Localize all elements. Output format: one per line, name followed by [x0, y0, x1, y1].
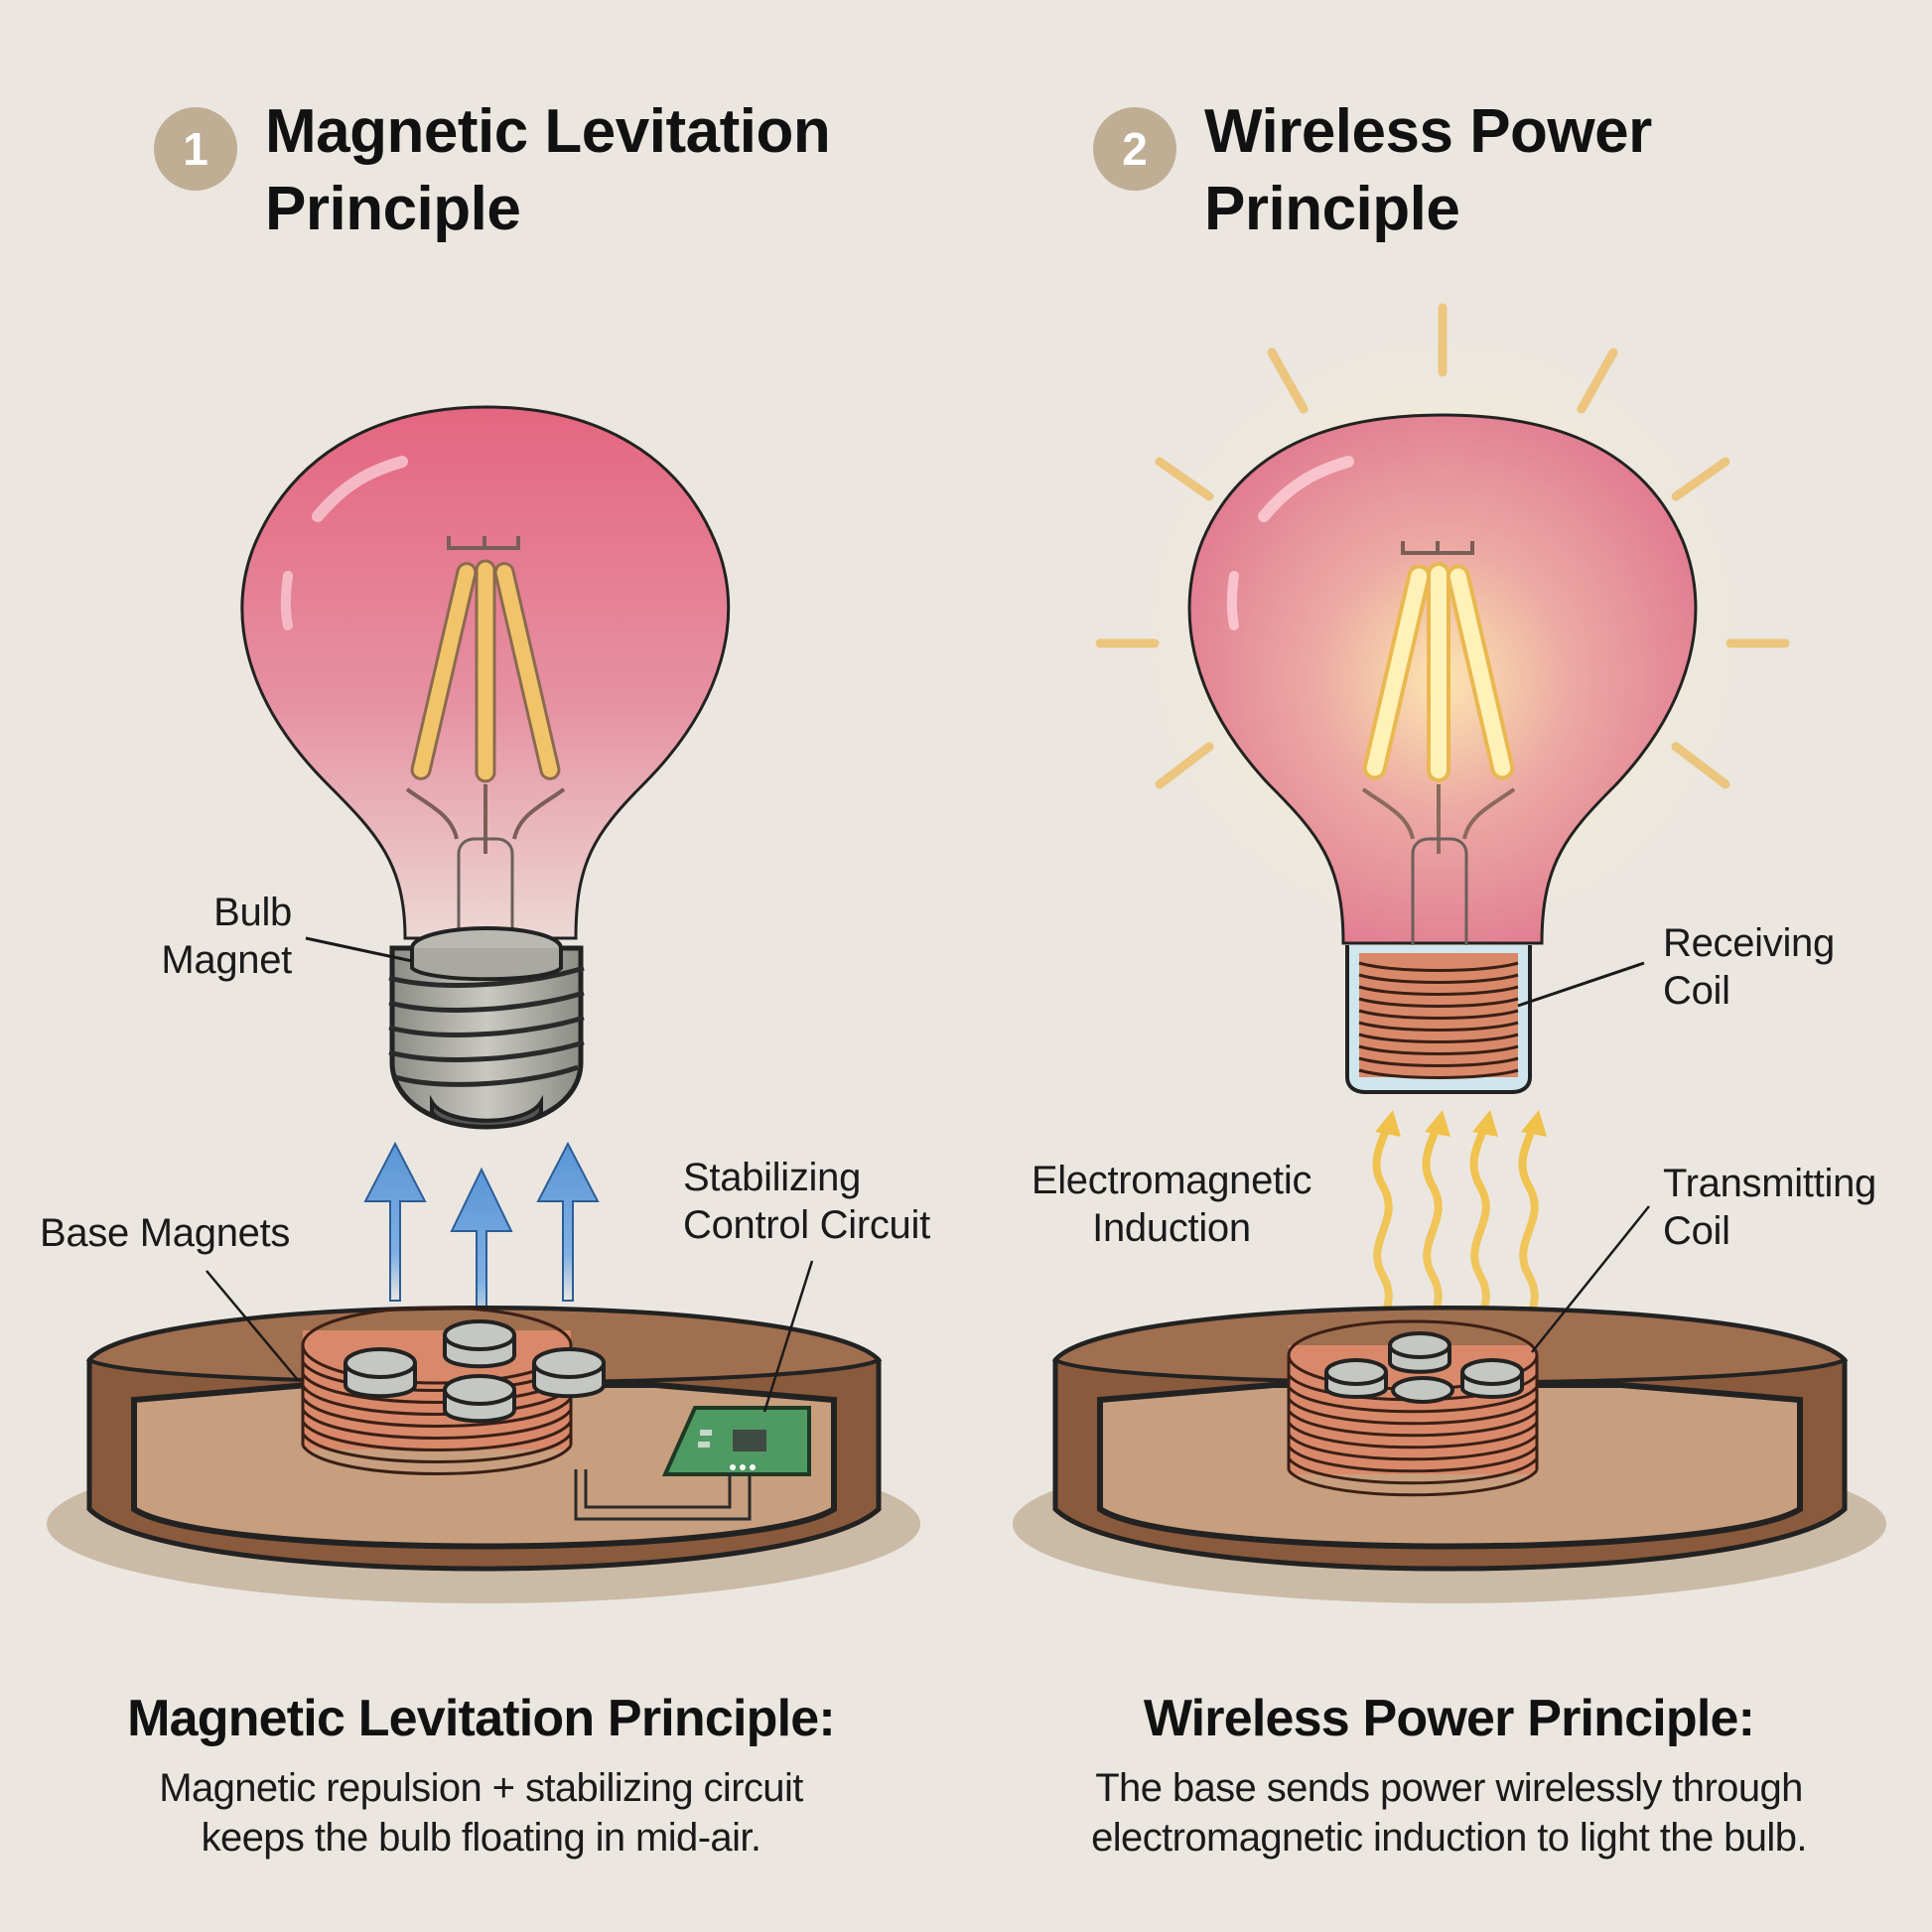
caption-title: Wireless Power Principle: — [1143, 1690, 1755, 1747]
caption-body: The base sends power wirelessly through … — [1091, 1766, 1807, 1860]
step-number-badge: 1 — [154, 107, 237, 191]
control-circuit-board — [574, 1406, 811, 1521]
leader-line — [206, 1270, 299, 1381]
label-bulb-magnet: Bulb Magnet — [161, 891, 292, 982]
label-base-magnets: Base Magnets — [40, 1211, 291, 1255]
base-magnets — [344, 1319, 606, 1424]
base-magnets — [1324, 1331, 1524, 1404]
panel-wireless-power: 2 Wireless Power Principle — [966, 0, 1932, 1932]
levitation-illustration — [47, 405, 920, 1603]
label-transmitting-coil: Transmitting Coil — [1663, 1162, 1876, 1253]
label-control-circuit: Stabilizing Control Circuit — [683, 1156, 930, 1247]
repulsion-force-arrows — [363, 1141, 600, 1331]
bulb-magnet — [305, 926, 585, 1130]
panel-heading: 1 Magnetic Levitation Principle — [154, 93, 831, 248]
panel-magnetic-levitation: 1 Magnetic Levitation Principle — [0, 93, 964, 1863]
wooden-base — [1013, 1205, 1886, 1603]
panel-heading: 2 Wireless Power Principle — [1093, 93, 1652, 248]
induction-arrowheads — [1375, 1110, 1547, 1137]
caption-title: Magnetic Levitation Principle: — [127, 1690, 836, 1747]
filaments — [410, 559, 561, 783]
leader-line — [1531, 1205, 1650, 1353]
caption-body: Magnetic repulsion + stabilizing circuit… — [159, 1766, 803, 1860]
base-coil — [301, 1306, 573, 1475]
wooden-base — [47, 1260, 920, 1603]
leader-line — [305, 936, 413, 963]
light-rays-icon — [1095, 303, 1790, 789]
leader-line — [1517, 961, 1645, 1008]
step-number-badge: 2 — [1093, 107, 1176, 191]
receiving-coil — [1345, 945, 1645, 1094]
light-bulb-lit — [1187, 413, 1698, 953]
caption: Magnetic Levitation Principle: Magnetic … — [0, 1688, 964, 1863]
panel-title: Magnetic Levitation Principle — [265, 97, 831, 243]
caption: Wireless Power Principle: The base sends… — [966, 1688, 1932, 1863]
light-bulb — [240, 405, 731, 953]
filaments-glowing — [1362, 562, 1515, 782]
label-receiving-coil: Receiving Coil — [1663, 921, 1835, 1013]
label-electromagnetic-induction: Electromagnetic Induction — [1031, 1159, 1312, 1250]
leader-line — [762, 1260, 814, 1413]
wireless-power-illustration — [1013, 303, 1886, 1603]
panel-title: Wireless Power Principle — [1204, 97, 1652, 243]
